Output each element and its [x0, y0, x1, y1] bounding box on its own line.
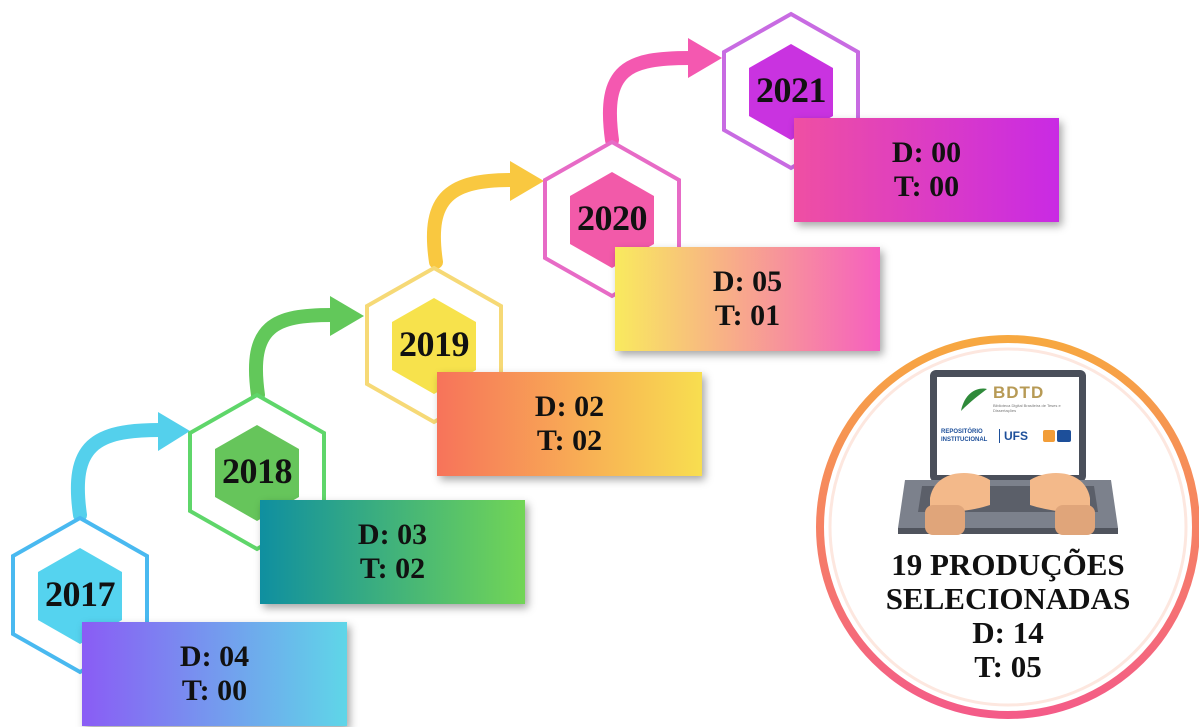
card-2019: D: 02 T: 02: [437, 372, 702, 476]
arrow-2019-2020: [426, 161, 544, 269]
year-label-2017: 2017: [45, 574, 116, 614]
institution-icon-2: [1057, 430, 1071, 442]
ufs-logo-text: UFS: [999, 429, 1028, 443]
summary-text: 19 PRODUÇÕES SELECIONADAS D: 14 T: 05: [832, 548, 1184, 684]
card-2021: D: 00 T: 00: [794, 118, 1059, 222]
bdtd-logo-subtitle: Biblioteca Digital Brasileira de Teses e…: [993, 403, 1061, 413]
card-2021-d: D: 00: [891, 136, 962, 169]
repo-line1: REPOSITÓRIO: [941, 429, 983, 435]
year-label-2021: 2021: [756, 70, 827, 110]
card-2020: D: 05 T: 01: [615, 247, 880, 351]
summary-line1: 19 PRODUÇÕES: [891, 547, 1125, 582]
card-2019-d: D: 02: [534, 390, 605, 423]
card-2018: D: 03 T: 02: [260, 500, 525, 604]
card-2018-d: D: 03: [357, 518, 428, 551]
hexagon-2020: [543, 139, 681, 299]
arrow-2020-2021: [602, 38, 722, 147]
card-2020-t: T: 01: [714, 299, 781, 332]
year-label-2019: 2019: [399, 324, 470, 364]
summary-d: D: 14: [972, 615, 1044, 650]
repo-line2: INSTITUCIONAL: [941, 437, 988, 443]
card-2020-d: D: 05: [712, 265, 783, 298]
laptop-illustration: [898, 370, 1118, 535]
year-label-2020: 2020: [577, 198, 648, 238]
card-2018-t: T: 02: [359, 552, 426, 585]
summary-t: T: 05: [974, 649, 1042, 684]
laptop-screen: BDTD Biblioteca Digital Brasileira de Te…: [937, 377, 1079, 475]
repo-bar: REPOSITÓRIO INSTITUCIONAL UFS: [941, 427, 1075, 449]
card-2019-t: T: 02: [536, 424, 603, 457]
summary-line2: SELECIONADAS: [885, 581, 1131, 616]
card-2017-t: T: 00: [181, 674, 248, 707]
year-label-2018: 2018: [222, 451, 293, 491]
card-2021-t: T: 00: [893, 170, 960, 203]
bdtd-logo-text: BDTD: [993, 383, 1045, 402]
card-2017: D: 04 T: 00: [82, 622, 347, 726]
card-2017-d: D: 04: [179, 640, 250, 673]
bdtd-logo: BDTD Biblioteca Digital Brasileira de Te…: [959, 381, 1069, 421]
institution-icon: [1043, 430, 1055, 442]
arrow-2017-2018: [70, 412, 190, 522]
arrow-2018-2019: [248, 296, 364, 402]
bdtd-leaf-icon: [961, 388, 987, 411]
